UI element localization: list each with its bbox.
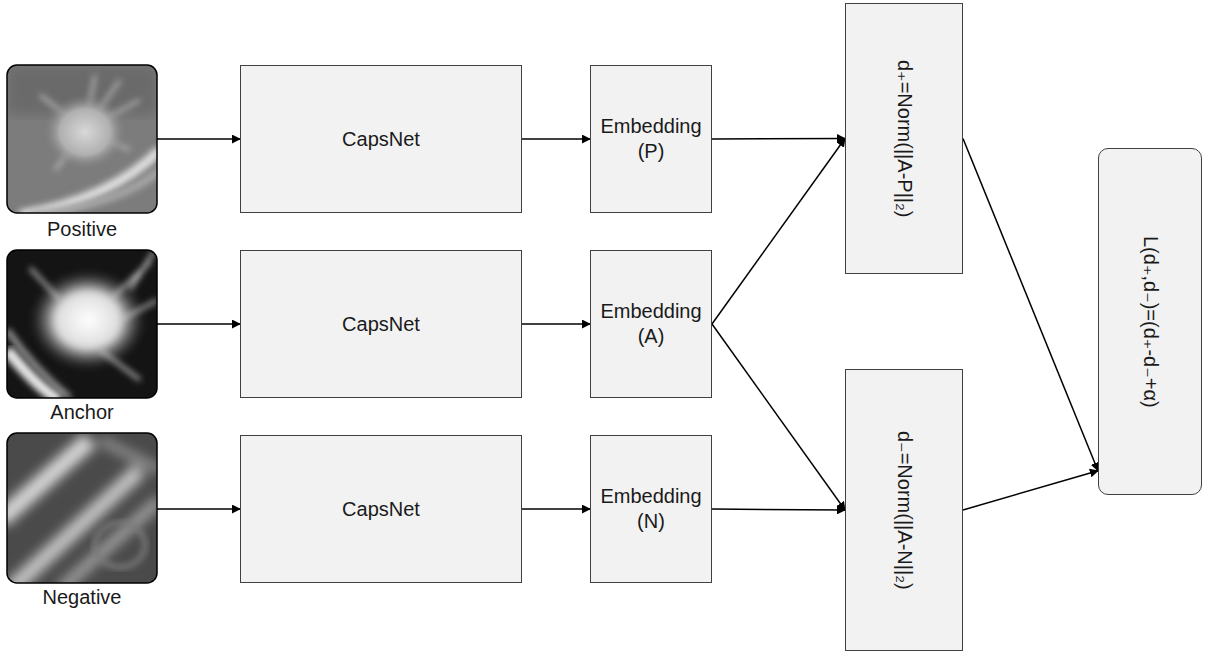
connector-arrow: [522, 323, 590, 325]
network-box: CapsNet: [240, 65, 522, 213]
image-frame: [7, 433, 157, 583]
box-label: Embedding (N): [598, 484, 704, 534]
negative-ct-image: [7, 433, 157, 583]
image-caption: Positive: [0, 218, 167, 241]
distance-box: d₋=Norm(||A-N||₂): [845, 369, 963, 651]
input-arrow: [157, 508, 240, 510]
image-caption: Anchor: [0, 401, 167, 424]
connector-arrow: [712, 138, 845, 140]
box-label: Embedding (P): [598, 114, 704, 164]
box-label: CapsNet: [342, 127, 420, 152]
formula-text: L(d₊,d₋)=(d₊-d₋+α): [1138, 236, 1163, 408]
input-arrow: [157, 323, 240, 325]
connector-arrow: [712, 139, 845, 325]
anchor-ct-image: [7, 250, 157, 398]
box-label: Embedding (A): [598, 299, 704, 349]
box-label: CapsNet: [342, 312, 420, 337]
positive-ct-image: [7, 65, 157, 213]
loss-box: L(d₊,d₋)=(d₊-d₋+α): [1098, 148, 1202, 495]
connector-arrow: [963, 139, 1098, 471]
formula-text: d₋=Norm(||A-N||₂): [892, 431, 917, 590]
connector-arrow: [712, 509, 845, 510]
image-frame: [7, 250, 157, 398]
embedding-box: Embedding (A): [590, 250, 712, 398]
network-box: CapsNet: [240, 435, 522, 583]
connector-arrow: [522, 138, 590, 140]
connector-arrow: [712, 324, 845, 510]
image-frame: [7, 65, 157, 213]
box-label: CapsNet: [342, 497, 420, 522]
connector-arrow: [522, 508, 590, 510]
formula-text: d₊=Norm(||A-P||₂): [892, 60, 917, 217]
image-caption: Negative: [0, 586, 167, 609]
embedding-box: Embedding (P): [590, 65, 712, 213]
network-box: CapsNet: [240, 250, 522, 398]
distance-box: d₊=Norm(||A-P||₂): [845, 3, 963, 274]
connector-arrow: [963, 471, 1098, 510]
embedding-box: Embedding (N): [590, 435, 712, 583]
input-arrow: [157, 138, 240, 140]
